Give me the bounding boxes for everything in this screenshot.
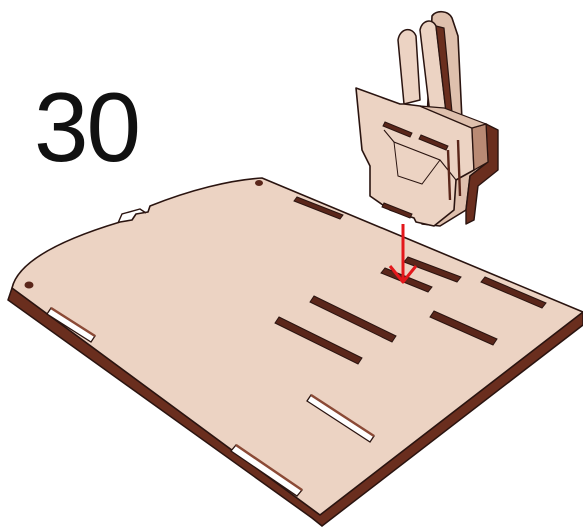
base-plate-top (12, 178, 583, 515)
mount-hole (25, 282, 34, 289)
bracket-front-edge (472, 124, 488, 170)
mount-hole (255, 180, 263, 186)
upright-bracket (356, 12, 498, 226)
bracket-front-tab (398, 30, 420, 104)
base-plate (8, 178, 583, 526)
